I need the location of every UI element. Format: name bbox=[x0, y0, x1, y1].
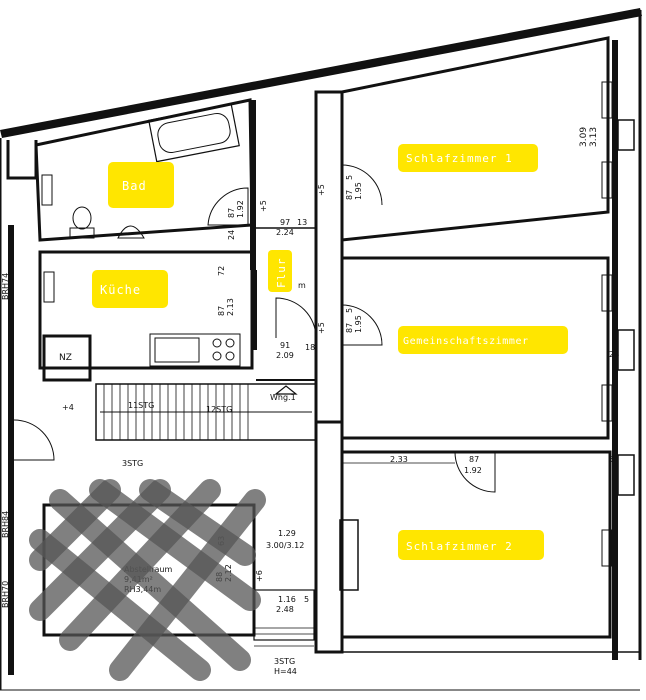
dim-116: 1.16 bbox=[278, 595, 296, 604]
room-label-schlafzimmer2: Schlafzimmer 2 bbox=[406, 540, 513, 553]
dim-91: 91 bbox=[280, 341, 290, 350]
label-12stg: 12STG bbox=[206, 405, 232, 414]
room-label-schlafzimmer1: Schlafzimmer 1 bbox=[406, 152, 513, 165]
dim-213: 2.13 bbox=[226, 298, 235, 316]
dim-195b: 1.95 bbox=[354, 315, 363, 333]
dim-192b: 1.92 bbox=[464, 466, 482, 475]
dim-p5b: +5 bbox=[317, 184, 326, 196]
dim-192a: 1.92 bbox=[236, 200, 245, 218]
dim-87c: 87 bbox=[345, 190, 354, 200]
room-label-schlafzimmer2-tag: Schlafzimmer 2 bbox=[398, 530, 544, 560]
dim-72: 72 bbox=[217, 266, 226, 276]
dim-p6: +6 bbox=[255, 570, 264, 582]
dim-p5a: +5 bbox=[259, 200, 268, 212]
label-plus4: +4 bbox=[62, 403, 74, 412]
dim-5c: 5 bbox=[345, 308, 354, 313]
room-kueche bbox=[38, 250, 317, 370]
corridor-walls bbox=[250, 90, 344, 654]
label-3stg-b: 3STG bbox=[274, 657, 295, 666]
room-label-flur: Flur bbox=[275, 258, 288, 289]
dim-5: 5 bbox=[304, 595, 309, 604]
label-h44: H=44 bbox=[274, 667, 297, 676]
label-abstellraum-rh: RH3,44m bbox=[124, 585, 161, 594]
dim-209: 2.09 bbox=[276, 351, 294, 360]
scribble-overlay bbox=[29, 479, 266, 681]
dim-87b: 87 bbox=[217, 306, 226, 316]
room-label-schlafzimmer1-tag: Schlafzimmer 1 bbox=[398, 144, 538, 172]
dim-24: 24 bbox=[227, 230, 236, 240]
label-3stg-a: 3STG bbox=[122, 459, 143, 468]
room-schlafzimmer1 bbox=[340, 36, 613, 242]
dim-233: 2.33 bbox=[390, 455, 408, 464]
stairs-area bbox=[13, 334, 317, 461]
dim-p5c: +5 bbox=[317, 322, 326, 334]
dim-18: 18 bbox=[305, 343, 315, 352]
dim-87d: 87 bbox=[345, 323, 354, 333]
dim-m: m bbox=[298, 281, 306, 290]
room-label-gemeinschaftszimmer-tag: Gemeinschaftszimmer bbox=[398, 326, 568, 354]
label-brh84: BRH84 bbox=[1, 511, 10, 538]
label-brh70: BRH70 bbox=[1, 581, 10, 608]
dim-5d: 5 bbox=[609, 455, 614, 464]
dim-248: 2.48 bbox=[276, 605, 294, 614]
label-11stg: 11STG bbox=[128, 401, 154, 410]
room-label-kueche-tag: Küche bbox=[92, 270, 168, 308]
room-label-gemeinschaftszimmer: Gemeinschaftszimmer bbox=[403, 336, 529, 347]
dim-224: 2.24 bbox=[276, 228, 294, 237]
label-nz: NZ bbox=[59, 353, 72, 363]
dim-87a: 87 bbox=[227, 208, 236, 218]
room-label-kueche: Küche bbox=[100, 283, 141, 297]
outer-walls bbox=[0, 8, 642, 691]
dim-309: 3.09 bbox=[579, 127, 589, 147]
dim-313: 3.13 bbox=[589, 127, 599, 147]
room-gemeinschaftszimmer bbox=[340, 256, 613, 440]
dim-28: 28 bbox=[609, 350, 619, 359]
room-label-bad-tag: Bad bbox=[108, 162, 174, 208]
dim-300: 3.00/3.12 bbox=[266, 541, 304, 550]
room-label-bad: Bad bbox=[122, 179, 147, 193]
room-schlafzimmer2 bbox=[339, 450, 613, 639]
dim-129: 1.29 bbox=[278, 529, 296, 538]
dim-97: 97 bbox=[280, 218, 290, 227]
dim-13: 13 bbox=[297, 218, 307, 227]
dim-195a: 1.95 bbox=[354, 182, 363, 200]
dim-5b: 5 bbox=[345, 175, 354, 180]
dim-87e: 87 bbox=[469, 455, 479, 464]
label-brh74: BRH74 bbox=[1, 273, 10, 300]
room-label-flur-tag: Flur bbox=[268, 250, 292, 292]
label-whg: Whg.1 bbox=[270, 393, 296, 402]
